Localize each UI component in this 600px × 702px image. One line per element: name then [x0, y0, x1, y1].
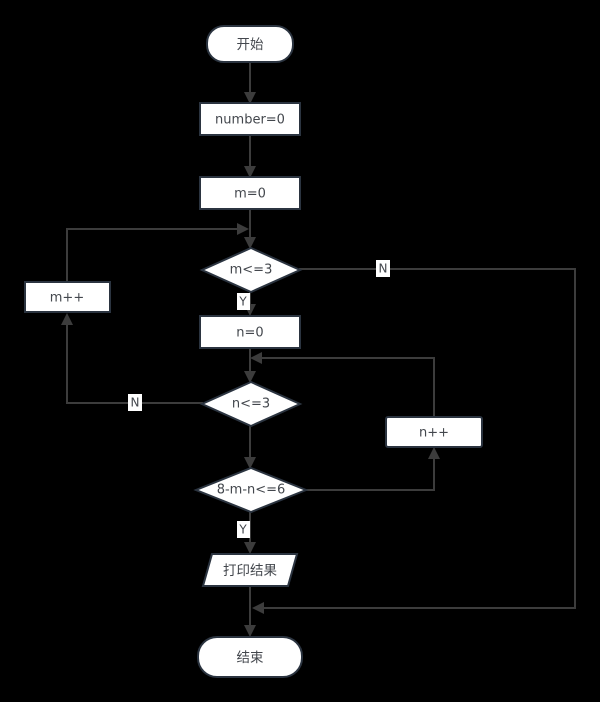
edge-n-to-cond-n	[244, 347, 256, 383]
edge-layer	[61, 61, 576, 637]
n-increment-process-shape	[385, 416, 483, 448]
cond-m-decision-shape	[199, 246, 303, 294]
edge-label-m-yes-text: Y	[238, 295, 247, 309]
init-m-label: m=0	[234, 187, 266, 202]
edge-print-to-end	[244, 585, 256, 637]
start-label: 开始	[237, 37, 264, 53]
node-print-result[interactable]: 打印结果	[201, 553, 299, 587]
edge-label-layer: Y N N Y	[128, 260, 390, 538]
node-cond-expression[interactable]: 8-m-n<=6	[193, 466, 309, 514]
edge-ninc-to-cond-n	[250, 352, 435, 418]
node-init-m[interactable]: m=0	[199, 176, 301, 210]
cond-n-label: n<=3	[232, 397, 270, 412]
edge-label-expr-yes-text: Y	[238, 523, 247, 537]
edge-label-m-yes: Y	[237, 293, 250, 310]
n-increment-label: n++	[419, 426, 449, 441]
cond-n-decision-shape	[199, 380, 303, 428]
init-number-process-shape	[199, 102, 301, 136]
start-terminator-shape	[206, 25, 294, 63]
edge-cond-n-no-to-minc	[61, 313, 203, 404]
node-cond-n[interactable]: n<=3	[199, 380, 303, 428]
edge-number-to-m	[244, 134, 256, 178]
edge-expr-no-to-ninc	[305, 447, 440, 491]
edge-label-m-no: N	[376, 260, 390, 277]
init-m-process-shape	[199, 176, 301, 210]
edge-cond-m-no-to-end	[252, 268, 576, 614]
edge-label-n-no-text: N	[131, 396, 140, 410]
end-terminator-shape	[197, 636, 303, 678]
node-cond-m[interactable]: m<=3	[199, 246, 303, 294]
m-increment-process-shape	[24, 281, 111, 313]
node-init-number[interactable]: number=0	[199, 102, 301, 136]
edge-minc-to-cond-m	[66, 223, 249, 283]
edge-label-m-no-text: N	[379, 262, 388, 276]
edge-start-to-number	[244, 61, 256, 104]
edge-label-expr-yes: Y	[237, 521, 250, 538]
init-n-process-shape	[199, 315, 301, 349]
print-result-io-shape	[201, 553, 299, 587]
edge-label-n-no: N	[128, 394, 142, 411]
edge-cond-n-to-expr	[244, 425, 256, 469]
end-label: 结束	[237, 650, 264, 666]
node-end[interactable]: 结束	[197, 636, 303, 678]
edge-m-to-cond-m	[244, 208, 256, 249]
cond-expression-label: 8-m-n<=6	[217, 483, 286, 498]
node-n-increment[interactable]: n++	[385, 416, 483, 448]
node-start[interactable]: 开始	[206, 25, 294, 63]
m-increment-label: m++	[50, 291, 84, 306]
node-init-n[interactable]: n=0	[199, 315, 301, 349]
print-result-label: 打印结果	[223, 562, 277, 579]
init-number-label: number=0	[215, 113, 285, 128]
init-n-label: n=0	[236, 326, 263, 341]
cond-expression-decision-shape	[193, 466, 309, 514]
cond-m-label: m<=3	[230, 263, 273, 278]
node-m-increment[interactable]: m++	[24, 281, 111, 313]
